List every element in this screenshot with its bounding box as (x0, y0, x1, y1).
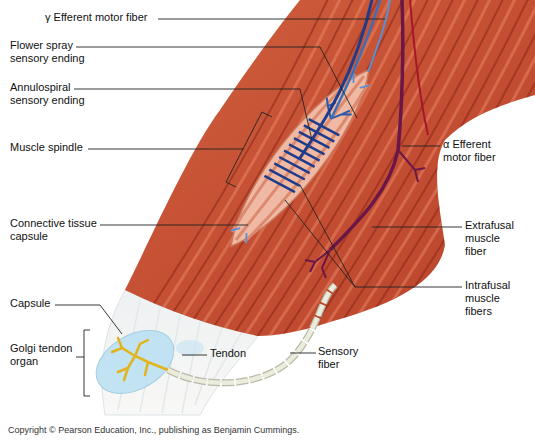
part-label: Sensory fiber (318, 345, 366, 371)
part-label: Tendon (210, 347, 246, 360)
copyright-note: Copyright © Pearson Education, Inc., pub… (8, 425, 299, 436)
leader-line (158, 19, 385, 20)
alpha-motor-fiber (330, 0, 403, 250)
tendon-patch (176, 340, 204, 356)
gamma-motor-fiber (368, 0, 390, 72)
part-label: α Efferent motor fiber (443, 138, 505, 164)
part-label: Golgi tendon organ (10, 342, 82, 368)
part-label: Annulospiral sensory ending (10, 81, 100, 107)
leader-line (182, 355, 207, 356)
leader-line (372, 227, 462, 228)
bracket (76, 330, 90, 396)
part-label: Extrafusal muscle fiber (465, 219, 521, 258)
part-label: Muscle spindle (10, 141, 83, 154)
leader-line (402, 146, 440, 147)
part-label: Capsule (10, 297, 50, 310)
golgi-capsule (85, 318, 185, 407)
sensory-fiber (168, 285, 335, 383)
leader-line (290, 353, 316, 354)
leader-line (100, 225, 248, 226)
fiber-highlight (142, 0, 535, 340)
leader-line (88, 149, 244, 150)
bracket (226, 112, 272, 187)
leader-line (74, 89, 312, 140)
part-label: Connective tissue capsule (10, 217, 105, 243)
golgi-nerve-endings (112, 338, 168, 380)
blood-vessel (410, 0, 428, 135)
part-label: γ Efferent motor fiber (45, 11, 148, 24)
leader-line (76, 47, 357, 118)
part-label: Flower spray sensory ending (10, 39, 100, 65)
sensory-fiber-sheath (168, 285, 335, 383)
leader-lines (55, 19, 462, 396)
part-label: Intrafusal muscle fibers (465, 279, 521, 318)
motor-endings (305, 150, 425, 278)
leader-line (285, 185, 462, 287)
